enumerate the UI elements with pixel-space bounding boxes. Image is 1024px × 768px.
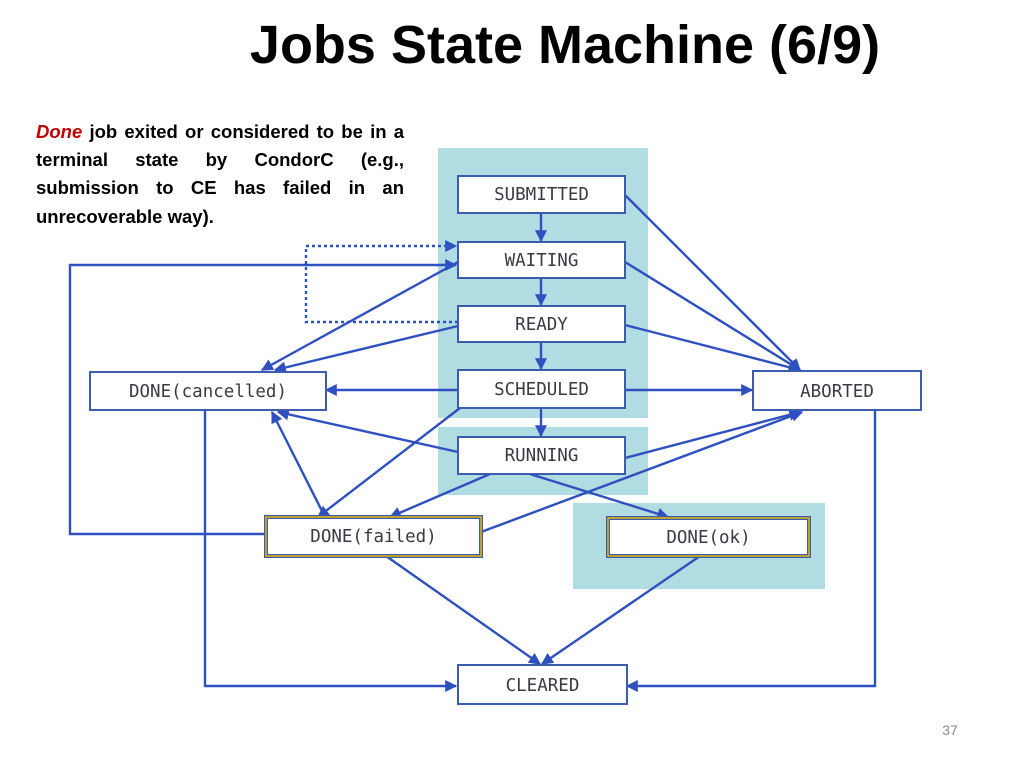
arrow-aborted-cleared bbox=[625, 410, 877, 692]
description-text: job exited or considered to be in a term… bbox=[36, 121, 404, 227]
state-waiting: WAITING bbox=[457, 241, 626, 279]
arrow-ok-cleared bbox=[541, 555, 701, 665]
arrow-scheduled-failed bbox=[317, 407, 461, 518]
state-submitted-label: SUBMITTED bbox=[494, 185, 589, 205]
state-done-cancelled-label: DONE(cancelled) bbox=[129, 382, 287, 402]
state-scheduled-label: SCHEDULED bbox=[494, 380, 589, 400]
state-description: Done job exited or considered to be in a… bbox=[36, 118, 404, 231]
arrow-running-cancelled bbox=[276, 408, 459, 454]
arrow-cancelled-cleared bbox=[203, 410, 458, 692]
arrow-failed-cancelled bbox=[270, 410, 327, 518]
arrow-running-ok bbox=[529, 472, 670, 520]
state-done-cancelled: DONE(cancelled) bbox=[89, 371, 327, 411]
state-done-failed-label: DONE(failed) bbox=[310, 527, 436, 547]
state-aborted-label: ABORTED bbox=[800, 382, 874, 402]
state-waiting-label: WAITING bbox=[505, 251, 579, 271]
state-done-failed: DONE(failed) bbox=[264, 515, 483, 558]
state-scheduled: SCHEDULED bbox=[457, 369, 626, 409]
state-running: RUNNING bbox=[457, 436, 626, 475]
arrow-ready-cancelled bbox=[273, 324, 459, 374]
arrow-running-failed bbox=[388, 472, 491, 519]
page-number: 37 bbox=[942, 722, 958, 738]
slide-title: Jobs State Machine (6/9) bbox=[249, 15, 881, 75]
state-ready-label: READY bbox=[515, 315, 568, 335]
arrow-failed-cleared bbox=[385, 555, 541, 665]
arrow-ready-waiting-retry bbox=[304, 240, 458, 324]
arrow-waiting-aborted bbox=[624, 260, 802, 372]
arrow-ready-aborted bbox=[624, 323, 802, 374]
arrow-submitted-aborted bbox=[624, 194, 801, 371]
state-done-ok-label: DONE(ok) bbox=[666, 528, 750, 548]
state-cleared-label: CLEARED bbox=[506, 676, 580, 696]
state-done-ok: DONE(ok) bbox=[606, 516, 811, 558]
arrow-running-aborted bbox=[624, 408, 802, 460]
arrow-failed-waiting-loop bbox=[68, 259, 458, 536]
arrow-failed-aborted bbox=[480, 410, 804, 534]
state-aborted: ABORTED bbox=[752, 370, 922, 411]
state-cleared: CLEARED bbox=[457, 664, 628, 705]
transitions bbox=[68, 194, 877, 692]
arrow-waiting-cancelled bbox=[260, 260, 459, 372]
state-submitted: SUBMITTED bbox=[457, 175, 626, 214]
done-emphasis: Done bbox=[36, 121, 83, 142]
state-ready: READY bbox=[457, 305, 626, 343]
state-running-label: RUNNING bbox=[505, 446, 579, 466]
